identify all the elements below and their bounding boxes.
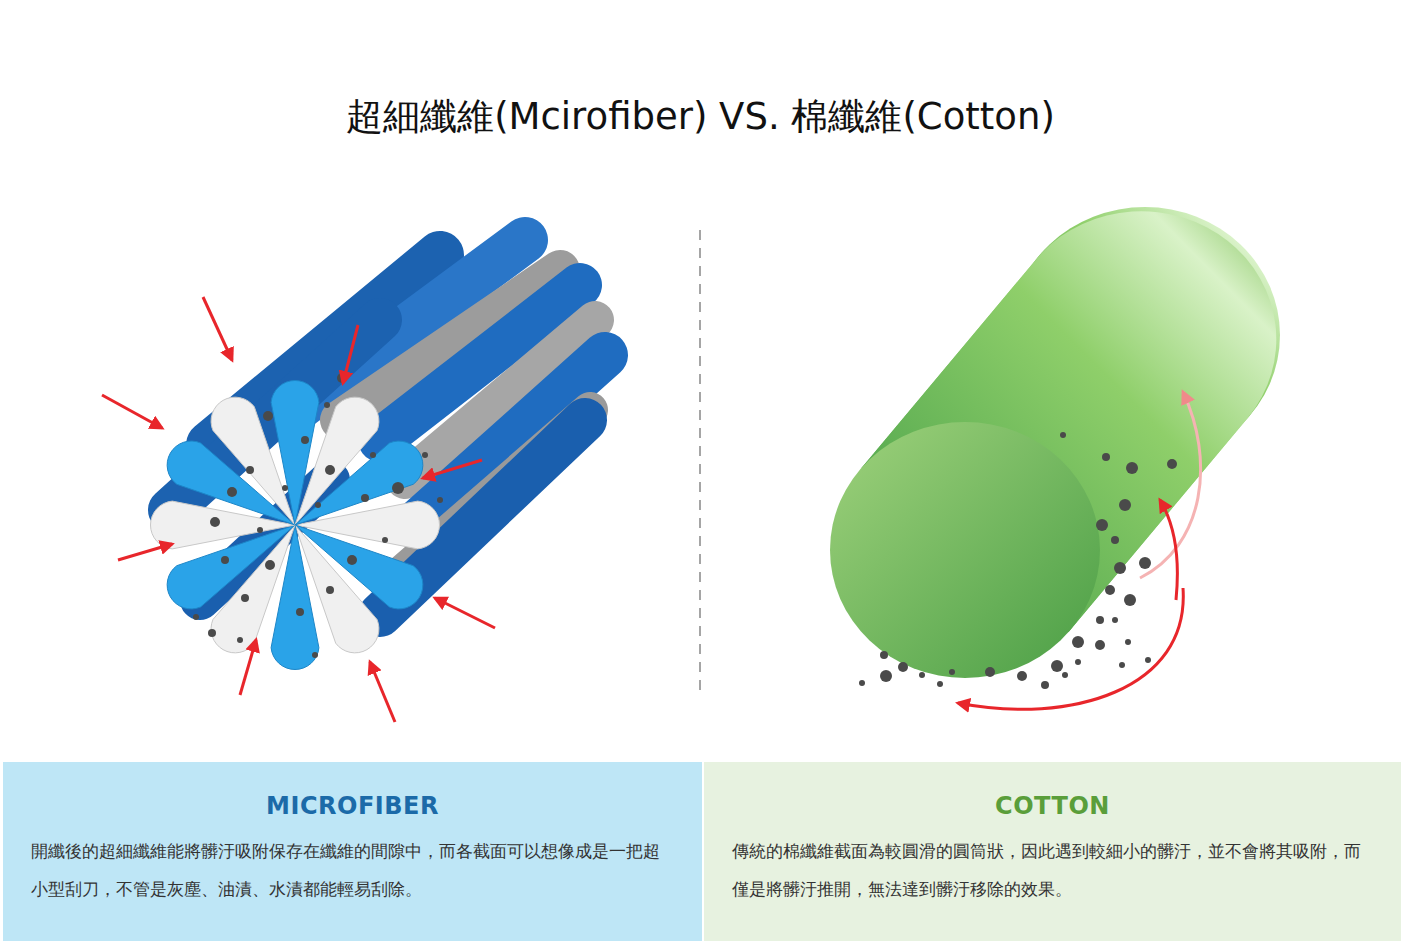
panel-body-text: 開纖後的超細纖維能將髒汙吸附保存在纖維的間隙中，而各截面可以想像成是一把超小型刮… xyxy=(3,832,702,908)
text-panel: COTTON 傳統的棉纖維截面為較圓滑的圓筒狀，因此遇到較細小的髒汙，並不會將其吸… xyxy=(704,762,1401,941)
panel-heading: MICROFIBER xyxy=(3,762,702,820)
dirt-particles xyxy=(859,432,1177,689)
panel-heading: COTTON xyxy=(704,762,1401,820)
diagram-title: 超細纖維(Mcirofiber) VS. 棉纖維(Cotton) xyxy=(0,92,1401,142)
panel-body-text: 傳統的棉纖維截面為較圓滑的圓筒狀，因此遇到較細小的髒汙，並不會將其吸附，而僅是將… xyxy=(704,832,1401,908)
dirt-particles xyxy=(193,373,443,658)
push-arrows xyxy=(958,392,1201,709)
text-panel: MICROFIBER 開纖後的超細纖維能將髒汙吸附保存在纖維的間隙中，而各截面可以… xyxy=(3,762,702,941)
microfiber-cross-section xyxy=(150,380,439,669)
cotton-fiber xyxy=(830,207,1280,678)
divider-line xyxy=(699,230,701,698)
pressure-arrows xyxy=(102,297,495,722)
